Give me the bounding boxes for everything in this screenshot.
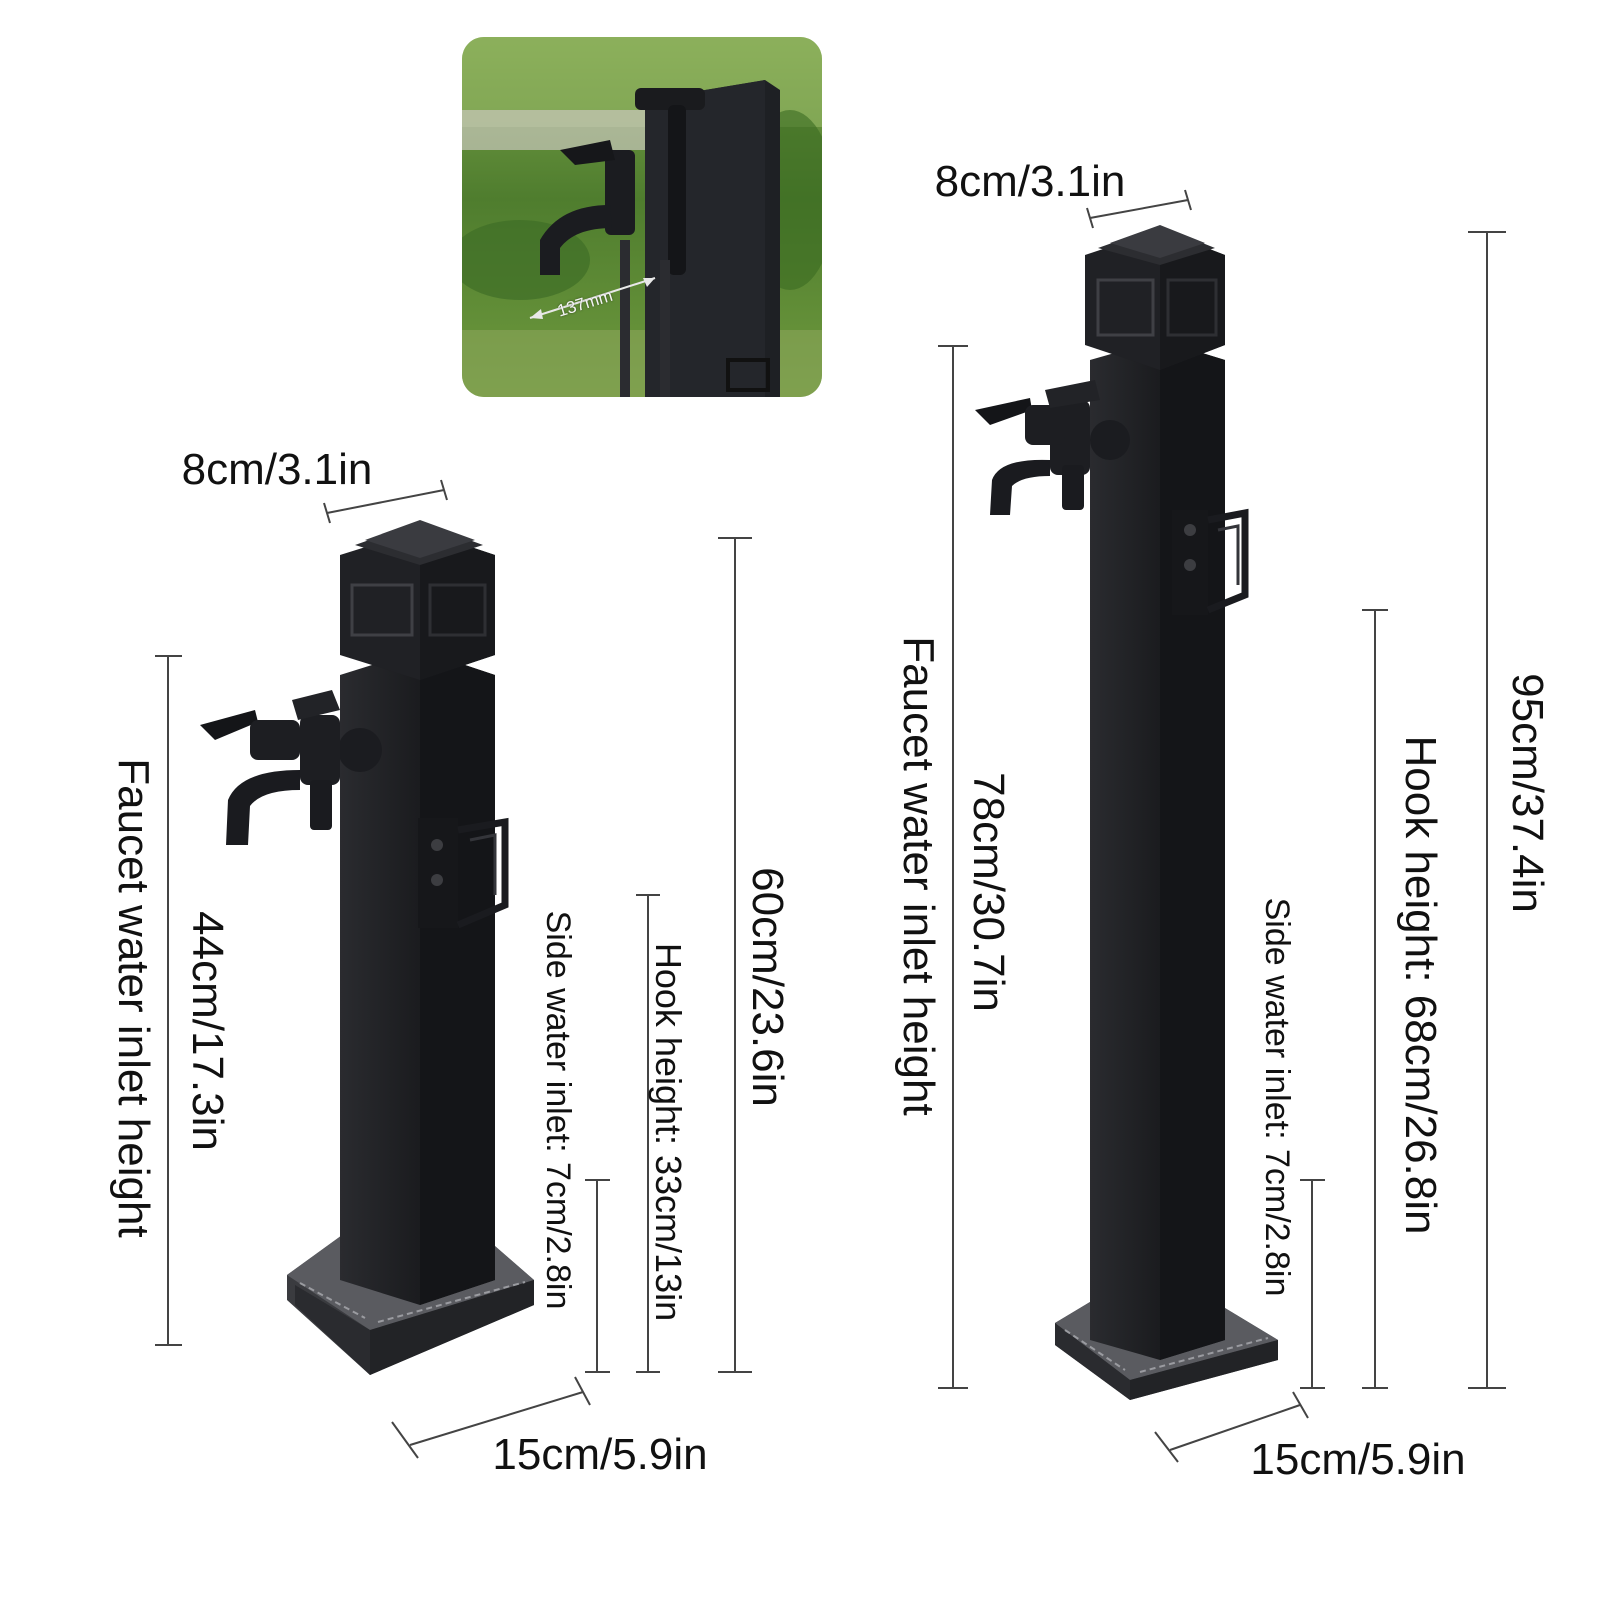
- tall-faucet-value: 78cm/30.7in: [964, 772, 1013, 1012]
- small-base-width-label: 15cm/5.9in: [492, 1430, 708, 1479]
- small-hook-height-label: Hook height: 33cm/13in: [648, 942, 689, 1322]
- tall-post-dimensions: [938, 189, 1506, 1463]
- small-top-width-label: 8cm/3.1in: [181, 445, 373, 494]
- tall-post: [975, 225, 1278, 1400]
- inset-photo: [462, 37, 822, 397]
- photo-measure-line: [529, 277, 656, 319]
- tall-top-width-label: 8cm/3.1in: [934, 157, 1126, 206]
- small-side-inlet-label: Side water inlet: 7cm/2.8in: [539, 910, 577, 1310]
- small-total-height-label: 60cm/23.6in: [743, 867, 792, 1107]
- small-faucet-title: Faucet water inlet height: [109, 758, 158, 1238]
- tall-total-height-label: 95cm/37.4in: [1503, 673, 1552, 913]
- small-post-dimensions: [155, 479, 752, 1459]
- small-faucet-value: 44cm/17.3in: [183, 911, 232, 1151]
- small-post: [200, 520, 534, 1375]
- tall-side-inlet-label: Side water inlet: 7cm/2.8in: [1258, 897, 1296, 1297]
- tall-hook-height-label: Hook height: 68cm/26.8in: [1396, 735, 1445, 1235]
- tall-base-width-label: 15cm/5.9in: [1250, 1435, 1466, 1484]
- tall-faucet-title: Faucet water inlet height: [894, 636, 943, 1116]
